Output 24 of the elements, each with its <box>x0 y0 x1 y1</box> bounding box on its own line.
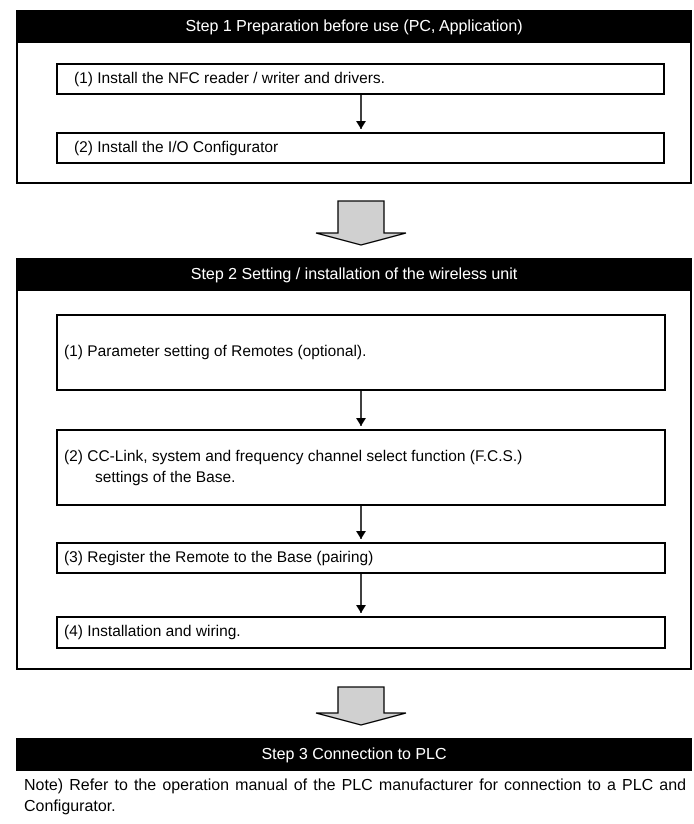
arrow <box>356 94 366 129</box>
arrow <box>356 390 366 426</box>
arrow <box>356 573 366 613</box>
block-arrow <box>315 200 407 246</box>
step-header: Step 1 Preparation before use (PC, Application) <box>16 10 692 43</box>
step-box <box>56 314 666 391</box>
arrow <box>356 505 366 539</box>
step-header: Step 3 Connection to PLC <box>16 738 692 771</box>
step-text: (1) Install the NFC reader / writer and drivers. <box>74 68 385 89</box>
step-text: (4) Installation and wiring. <box>64 622 241 642</box>
step-panel <box>16 258 692 670</box>
step-box <box>56 63 665 95</box>
step-text: (3) Register the Remote to the Base (pairing) <box>64 548 374 568</box>
step-box <box>56 616 666 649</box>
step-text: (2) Install the I/O Configurator <box>74 138 278 158</box>
step-box <box>56 429 666 506</box>
note-text: Note) Refer to the operation manual of the PLC manufacturer for connection to a PLC and Configurator. <box>24 776 686 817</box>
block-arrow <box>315 686 407 726</box>
step-panel <box>16 10 692 184</box>
step-box <box>56 542 666 574</box>
step-header: Step 2 Setting / installation of the wireless unit <box>16 258 692 291</box>
step-box <box>56 132 665 164</box>
step-text: (1) Parameter setting of Remotes (optional). <box>64 342 366 362</box>
step-text: (2) CC-Link, system and frequency channel select function (F.C.S.) settings of the Base. <box>64 447 524 488</box>
